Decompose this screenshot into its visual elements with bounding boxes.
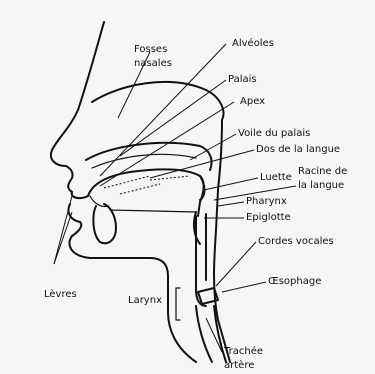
nasal-cavity-outline — [92, 82, 223, 120]
label-epiglotte: Epiglotte — [246, 212, 291, 223]
label-fosses-nasales-2: nasales — [134, 58, 172, 69]
larynx-bracket — [176, 288, 180, 320]
label-oesophage: Œsophage — [268, 276, 321, 287]
label-larynx: Larynx — [128, 295, 162, 306]
hard-palate — [86, 143, 212, 170]
label-levres: Lèvres — [44, 288, 77, 300]
leader-levres-1 — [54, 196, 72, 264]
trachea-front — [196, 306, 212, 362]
leader-luette — [204, 178, 258, 190]
upper-lip — [72, 192, 88, 198]
label-apex: Apex — [240, 96, 265, 107]
label-palais: Palais — [228, 74, 257, 85]
label-trachee-1: Trachée — [223, 345, 263, 357]
label-alveoles: Alvéoles — [232, 37, 274, 49]
leader-voile — [190, 134, 236, 160]
label-trachee-2: artère — [224, 359, 254, 371]
label-pharynx: Pharynx — [246, 196, 287, 207]
leader-cordes — [216, 242, 256, 286]
label-dos-de-la-langue: Dos de la langue — [256, 144, 340, 155]
leader-oesophage — [222, 282, 266, 292]
mouth-floor — [110, 210, 196, 212]
tongue-dash-2 — [120, 184, 160, 194]
label-cordes-vocales: Cordes vocales — [258, 236, 334, 247]
uvula — [200, 176, 205, 200]
label-racine-2: la langue — [298, 180, 344, 191]
label-fosses-nasales-1: Fosses — [134, 44, 167, 55]
lower-lip — [68, 204, 81, 236]
leader-pharynx — [218, 202, 244, 206]
label-racine-1: Racine de — [298, 166, 347, 177]
palate-inner — [92, 154, 196, 168]
leader-levres-2 — [54, 212, 72, 264]
label-luette: Luette — [260, 172, 292, 183]
leader-palais — [120, 80, 226, 156]
label-voile-du-palais: Voile du palais — [238, 128, 310, 139]
